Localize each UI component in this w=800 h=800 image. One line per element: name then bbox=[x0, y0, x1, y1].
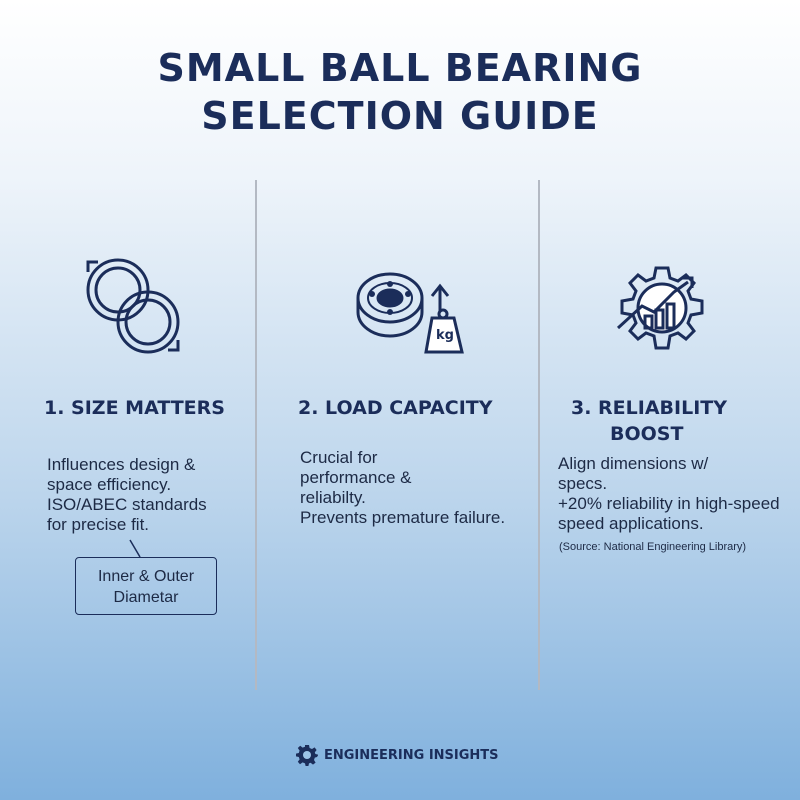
body-line: speed applications. bbox=[558, 514, 704, 533]
callout-line-1: Inner & Outer bbox=[97, 568, 195, 585]
gear-chart-icon bbox=[616, 266, 704, 350]
footer-label: ENGINEERING INSIGHTS bbox=[324, 747, 499, 763]
heading-reliability-boost-line-1: 3. RELIABILITY bbox=[571, 397, 727, 419]
ring-size-icon bbox=[86, 258, 180, 354]
diameter-callout: Inner & Outer Diametar bbox=[75, 557, 217, 615]
bearing-weight-icon bbox=[356, 272, 464, 354]
reliability-boost-body: Align dimensions w/ specs. +20% reliabil… bbox=[558, 454, 780, 534]
body-line: +20% reliability in high-speed bbox=[558, 494, 780, 513]
callout-pointer-line bbox=[129, 539, 141, 558]
body-line: Align dimensions w/ bbox=[558, 454, 709, 473]
column-divider bbox=[255, 180, 257, 690]
body-line: reliabilty. bbox=[300, 488, 366, 507]
footer-brand: ENGINEERING INSIGHTS bbox=[296, 743, 499, 767]
page-title: SMALL BALL BEARING SELECTION GUIDE bbox=[0, 44, 800, 140]
body-line: ISO/ABEC standards bbox=[47, 495, 207, 514]
load-capacity-body: Crucial for performance & reliabilty. Pr… bbox=[300, 448, 505, 528]
body-line: Prevents premature failure. bbox=[300, 508, 506, 527]
body-line: specs. bbox=[558, 474, 608, 493]
heading-reliability-boost-line-2: BOOST bbox=[610, 423, 684, 445]
title-line-1: SMALL BALL BEARING bbox=[157, 46, 643, 90]
weight-label: kg bbox=[436, 328, 454, 343]
title-line-2: SELECTION GUIDE bbox=[201, 94, 599, 138]
heading-size-matters: 1. SIZE MATTERS bbox=[44, 397, 225, 419]
callout-line-2: Diametar bbox=[113, 589, 179, 606]
body-line: for precise fit. bbox=[47, 515, 150, 534]
source-note: (Source: National Engineering Library) bbox=[559, 541, 747, 553]
size-matters-body: Influences design & space efficiency. IS… bbox=[47, 455, 207, 535]
heading-load-capacity: 2. LOAD CAPACITY bbox=[298, 397, 493, 419]
body-line: space efficiency. bbox=[47, 475, 172, 494]
body-line: performance & bbox=[300, 468, 412, 487]
body-line: Crucial for bbox=[300, 448, 378, 467]
body-line: Influences design & bbox=[47, 455, 196, 474]
gear-icon bbox=[296, 745, 318, 766]
column-divider bbox=[538, 180, 540, 690]
